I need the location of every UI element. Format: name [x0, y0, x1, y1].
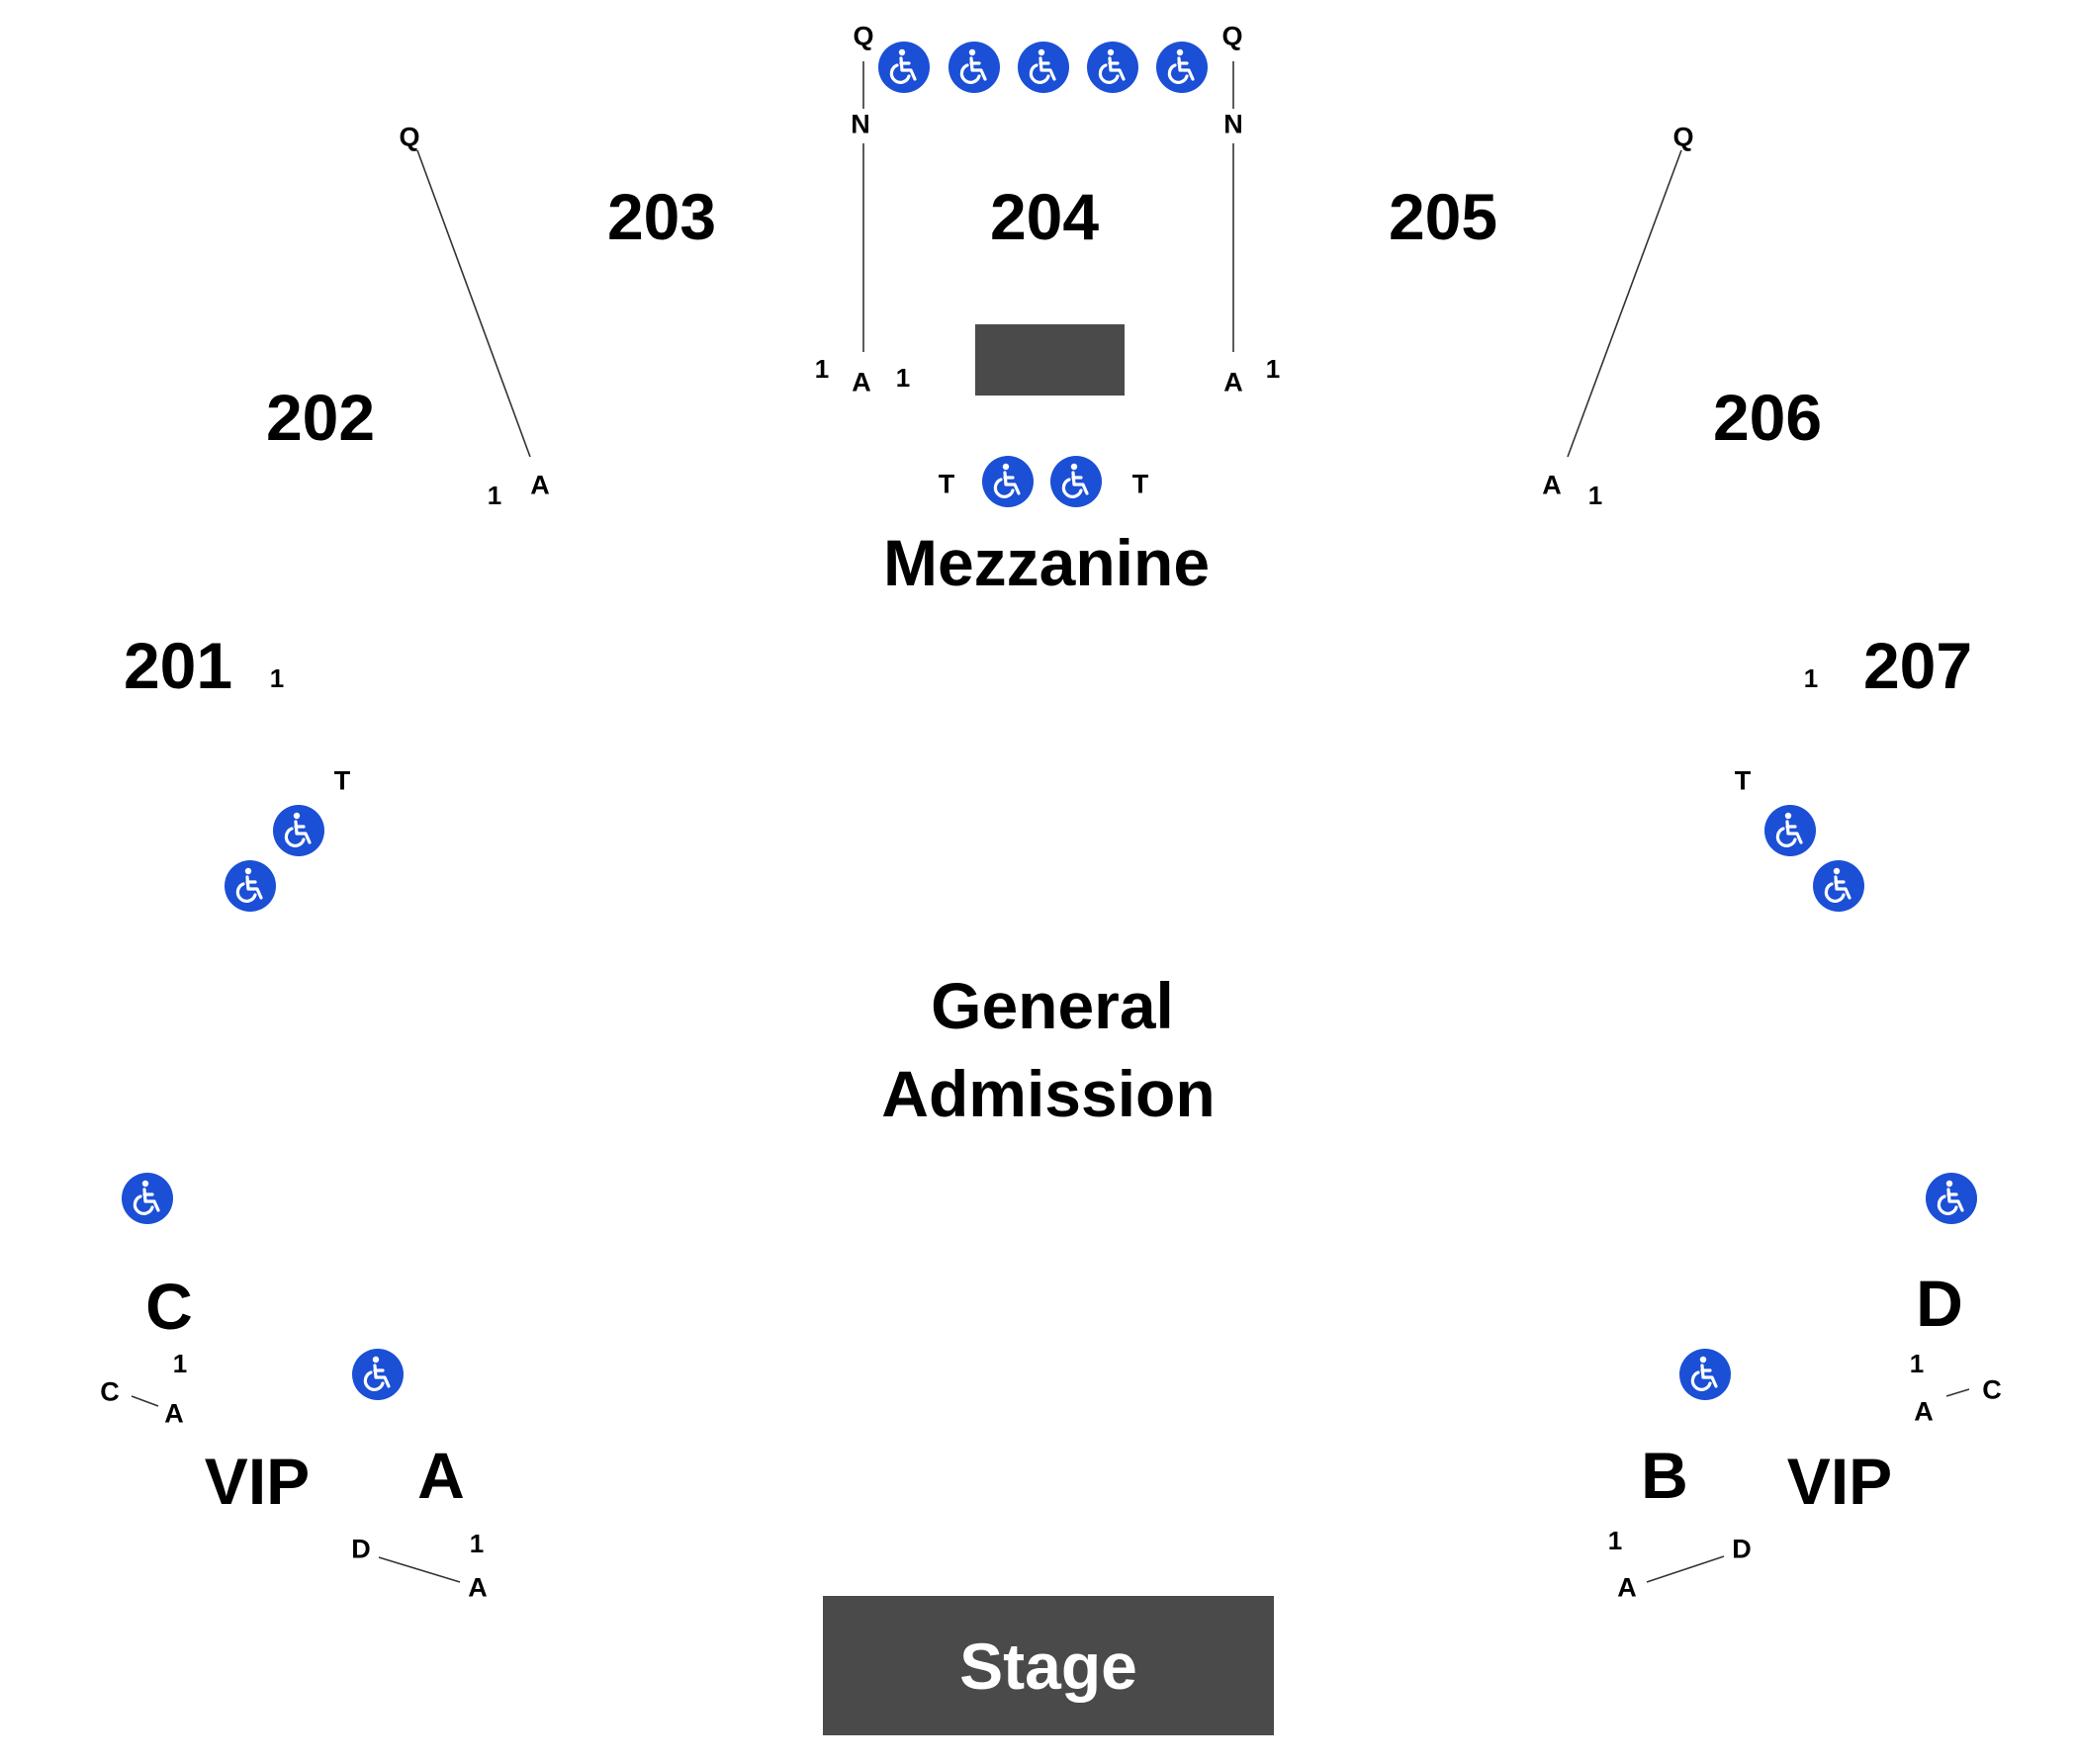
row-marker-b-d: D	[1732, 1534, 1752, 1564]
wheelchair-icon[interactable]	[1679, 1349, 1731, 1400]
row-marker-207-t: T	[1734, 765, 1752, 796]
row-marker-c-a: A	[164, 1398, 184, 1429]
section-general-admission-line1[interactable]: General	[931, 969, 1174, 1042]
seat-marker-c-1: 1	[172, 1349, 188, 1378]
connector-vip-right	[1945, 1388, 1970, 1397]
section-vip-left[interactable]: VIP	[204, 1445, 311, 1518]
connector-b	[1646, 1555, 1725, 1583]
stage-label: Stage	[959, 1630, 1137, 1703]
wheelchair-icon[interactable]	[1813, 860, 1864, 912]
connector-vip-left	[131, 1395, 159, 1407]
section-d[interactable]: D	[1916, 1267, 1963, 1340]
seat-marker-207-1: 1	[1803, 663, 1819, 693]
row-marker-201-t: T	[333, 765, 351, 796]
section-general-admission-line2[interactable]: Admission	[881, 1057, 1216, 1130]
row-marker-202-q: Q	[399, 122, 420, 152]
section-207[interactable]: 207	[1862, 629, 1973, 702]
section-mezzanine[interactable]: Mezzanine	[882, 526, 1211, 599]
seat-marker-d-1: 1	[1909, 1349, 1925, 1378]
row-marker-c-c: C	[100, 1376, 120, 1407]
section-205[interactable]: 205	[1388, 180, 1498, 253]
wheelchair-icon[interactable]	[1926, 1173, 1977, 1224]
row-marker-202-a: A	[530, 470, 550, 500]
seat-marker-a-1: 1	[469, 1529, 485, 1558]
row-marker-206-a: A	[1542, 470, 1562, 500]
seat-marker-202-1: 1	[487, 481, 502, 510]
section-206[interactable]: 206	[1712, 381, 1823, 454]
wheelchair-icon[interactable]	[225, 860, 276, 912]
wheelchair-icon[interactable]	[1018, 42, 1069, 93]
wheelchair-icon[interactable]	[948, 42, 1000, 93]
seat-marker-201-1: 1	[269, 663, 285, 693]
row-marker-204-left-a: A	[852, 367, 871, 397]
seat-marker-b-1: 1	[1607, 1526, 1623, 1555]
row-marker-b-a: A	[1617, 1572, 1637, 1603]
section-204[interactable]: 204	[989, 180, 1100, 253]
stage-block[interactable]	[823, 1596, 1274, 1735]
wheelchair-icon[interactable]	[352, 1349, 404, 1400]
section-202[interactable]: 202	[265, 381, 376, 454]
wheelchair-icon[interactable]	[273, 805, 324, 856]
section-203[interactable]: 203	[606, 180, 717, 253]
wheelchair-icon[interactable]	[1087, 42, 1138, 93]
row-marker-a-a: A	[468, 1572, 488, 1603]
row-marker-204-right-a: A	[1223, 367, 1243, 397]
mezzanine-control-booth	[975, 324, 1125, 396]
section-c[interactable]: C	[145, 1270, 193, 1343]
wheelchair-icon[interactable]	[1156, 42, 1208, 93]
connector-202	[416, 149, 531, 458]
row-marker-204-right-n: N	[1223, 109, 1243, 139]
seat-marker-204-left-inner-1: 1	[895, 363, 911, 393]
wheelchair-icon[interactable]	[982, 456, 1034, 507]
section-201[interactable]: 201	[123, 629, 233, 702]
seat-marker-206-1: 1	[1587, 481, 1603, 510]
row-marker-mezz-left-t: T	[938, 469, 955, 499]
row-marker-206-q: Q	[1672, 122, 1694, 152]
seat-marker-204-right-1: 1	[1265, 354, 1281, 384]
row-marker-a-d: D	[351, 1534, 371, 1564]
row-marker-204-right-q: Q	[1221, 21, 1243, 51]
section-a[interactable]: A	[417, 1439, 465, 1512]
seat-marker-204-left-outer-1: 1	[814, 354, 830, 384]
row-marker-mezz-right-t: T	[1131, 469, 1149, 499]
row-marker-204-left-n: N	[851, 109, 870, 139]
row-marker-d-a: A	[1914, 1396, 1934, 1427]
connector-a	[378, 1556, 461, 1583]
wheelchair-icon[interactable]	[122, 1173, 173, 1224]
section-b[interactable]: B	[1641, 1439, 1688, 1512]
wheelchair-icon[interactable]	[1764, 805, 1816, 856]
wheelchair-icon[interactable]	[1050, 456, 1102, 507]
section-vip-right[interactable]: VIP	[1786, 1445, 1893, 1518]
wheelchair-icon[interactable]	[878, 42, 930, 93]
connector-206	[1567, 149, 1682, 458]
row-marker-204-left-q: Q	[853, 21, 874, 51]
row-marker-d-c: C	[1982, 1374, 2002, 1405]
